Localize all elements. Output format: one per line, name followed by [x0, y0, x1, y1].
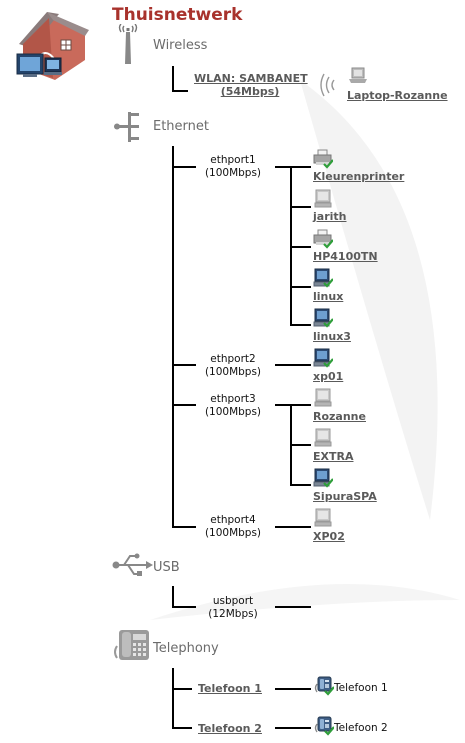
telephone-icon — [113, 628, 153, 668]
computer-connected-icon[interactable] — [313, 468, 334, 488]
usb-trunk-line — [172, 586, 174, 608]
port-device-line — [275, 526, 311, 528]
printer-connected-icon[interactable] — [313, 149, 334, 169]
computer-offline-icon[interactable] — [313, 189, 333, 209]
device-branch-line — [290, 286, 311, 288]
phone-line-link[interactable]: Telefoon 1 — [198, 682, 262, 695]
port-speed: (12Mbps) — [208, 608, 258, 620]
ethport-branch-line — [172, 404, 196, 406]
device-link[interactable]: Rozanne — [313, 410, 366, 423]
port-speed: (100Mbps) — [204, 366, 262, 378]
computer-connected-icon[interactable] — [313, 308, 334, 328]
device-branch-line — [290, 324, 311, 326]
wlan-link[interactable]: WLAN: SAMBANET (54Mbps) — [194, 72, 308, 98]
wireless-branch-line — [172, 66, 174, 92]
device-branch-line — [290, 206, 311, 208]
phone-connected-icon[interactable] — [314, 716, 335, 736]
computer-offline-icon[interactable] — [313, 508, 333, 528]
port-device-line — [275, 727, 311, 729]
phone-device-label: Telefoon 2 — [334, 722, 388, 734]
device-link[interactable]: SipuraSPA — [313, 490, 377, 503]
port-device-line — [275, 688, 311, 690]
ethport1-label: ethport1 (100Mbps) — [198, 154, 268, 180]
device-link[interactable]: HP4100TN — [313, 250, 378, 263]
wireless-client-link[interactable]: Laptop-Rozanne — [347, 89, 448, 102]
ethport-branch-line — [172, 364, 196, 366]
usb-icon — [112, 552, 154, 578]
ethport3-label: ethport3 (100Mbps) — [198, 393, 268, 419]
home-network-icon — [15, 10, 91, 84]
ethport2-label: ethport2 (100Mbps) — [198, 353, 268, 379]
telephony-trunk-line — [172, 668, 174, 728]
device-link[interactable]: XP02 — [313, 530, 345, 543]
telephony-branch-line — [172, 688, 192, 690]
ethport-branch-line — [172, 526, 196, 528]
port-speed: (100Mbps) — [204, 167, 262, 179]
ethernet-trunk-line — [172, 146, 174, 528]
ethernet-icon — [113, 110, 141, 144]
telephony-branch-line — [172, 727, 192, 729]
port-name: ethport4 — [210, 514, 256, 526]
wlan-name[interactable]: WLAN: SAMBANET — [194, 72, 308, 85]
device-link[interactable]: jarith — [313, 210, 347, 223]
ethport4-label: ethport4 (100Mbps) — [198, 514, 268, 540]
port-device-line — [275, 166, 311, 168]
port-device-line — [275, 404, 311, 406]
port-name: usbport — [212, 595, 254, 607]
section-usb: USB — [153, 560, 180, 575]
port-device-line — [275, 364, 311, 366]
computer-connected-icon[interactable] — [313, 268, 334, 288]
usb-branch-line — [172, 606, 196, 608]
port-speed: (100Mbps) — [204, 527, 262, 539]
ethport-branch-line — [172, 166, 196, 168]
page-title: Thuisnetwerk — [112, 5, 243, 25]
computer-offline-icon[interactable] — [313, 428, 333, 448]
phone-device-label: Telefoon 1 — [334, 682, 388, 694]
device-link[interactable]: linux — [313, 290, 344, 303]
section-telephony: Telephony — [153, 641, 219, 656]
section-wireless: Wireless — [153, 38, 208, 53]
computer-offline-icon[interactable] — [313, 388, 333, 408]
device-link[interactable]: linux3 — [313, 330, 351, 343]
phone-line-link[interactable]: Telefoon 2 — [198, 722, 262, 735]
wireless-branch-line — [172, 90, 188, 92]
laptop-icon — [348, 67, 368, 85]
wireless-signal-icon — [318, 72, 340, 98]
device-branch-line — [290, 484, 311, 486]
port-speed: (100Mbps) — [204, 406, 262, 418]
device-branch-line — [290, 444, 311, 446]
phone-connected-icon[interactable] — [314, 676, 335, 696]
wireless-antenna-icon — [118, 23, 138, 66]
port-name: ethport3 — [210, 393, 256, 405]
port-name: ethport1 — [210, 154, 256, 166]
section-ethernet: Ethernet — [153, 119, 209, 134]
device-branch-line — [290, 246, 311, 248]
device-link[interactable]: EXTRA — [313, 450, 354, 463]
device-link[interactable]: xp01 — [313, 370, 344, 383]
usbport-label: usbport (12Mbps) — [198, 595, 268, 621]
wlan-speed[interactable]: (54Mbps) — [220, 85, 280, 98]
computer-connected-icon[interactable] — [313, 348, 334, 368]
port-name: ethport2 — [210, 353, 256, 365]
printer-connected-icon[interactable] — [313, 229, 334, 249]
port-device-line — [275, 606, 311, 608]
device-link[interactable]: Kleurenprinter — [313, 170, 405, 183]
